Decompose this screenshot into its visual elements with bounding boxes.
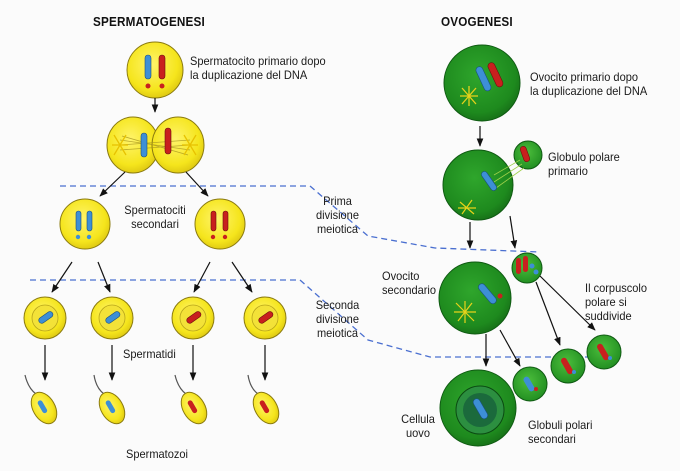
secondary-polar-body-2 — [550, 348, 586, 384]
label-secondary-spermatocytes: Spermatociti secondari — [124, 203, 186, 231]
spermatid-2 — [90, 296, 134, 340]
label-primary-spermatocyte: Spermatocito primario dopo la duplicazio… — [190, 54, 326, 82]
label-spermatids: Spermatidi — [123, 347, 176, 361]
spermatid-3 — [171, 296, 215, 340]
label-primary-polar-body: Globulo polare primario — [548, 150, 620, 178]
oocyte-first-division-cell — [442, 140, 543, 221]
label-egg-cell: Cellula uovo — [401, 412, 435, 440]
label-primary-oocyte: Ovocito primario dopo la duplicazione de… — [530, 70, 648, 98]
spermatozoon-3 — [174, 374, 208, 425]
secondary-spermatocyte-blue — [59, 198, 111, 250]
primary-spermatocyte-cell — [126, 41, 184, 99]
first-division-line-right — [309, 185, 541, 253]
primary-oocyte-cell — [443, 44, 521, 122]
label-first-meiotic-division: Prima divisione meiotica — [316, 194, 359, 236]
label-secondary-oocyte: Ovocito secondario — [382, 269, 437, 297]
label-secondary-polar-bodies: Globuli polari secondari — [528, 418, 593, 446]
spermatogenesis-heading: SPERMATOGENESI — [93, 14, 205, 29]
spermatozoon-4 — [247, 374, 280, 425]
secondary-spermatocyte-red — [194, 198, 246, 250]
dividing-spermatocyte-cell — [106, 116, 205, 174]
label-spermatozoa: Spermatozoi — [126, 447, 188, 461]
spermatid-1 — [23, 296, 67, 340]
spermatid-4 — [243, 296, 287, 340]
label-polar-body-divides: Il corpuscolo polare si suddivide — [585, 281, 647, 323]
spermatozoon-1 — [24, 374, 58, 425]
secondary-oocyte-cell — [438, 261, 512, 335]
secondary-polar-body-3 — [586, 334, 622, 370]
secondary-polar-body-1 — [512, 366, 548, 402]
oogenesis-heading: OVOGENESI — [441, 14, 513, 29]
second-division-line-right — [299, 279, 620, 358]
primary-polar-body-dividing — [511, 252, 543, 284]
spermatozoon-2 — [93, 374, 126, 425]
label-second-meiotic-division: Seconda divisione meiotica — [315, 298, 360, 340]
egg-cell — [439, 369, 517, 447]
